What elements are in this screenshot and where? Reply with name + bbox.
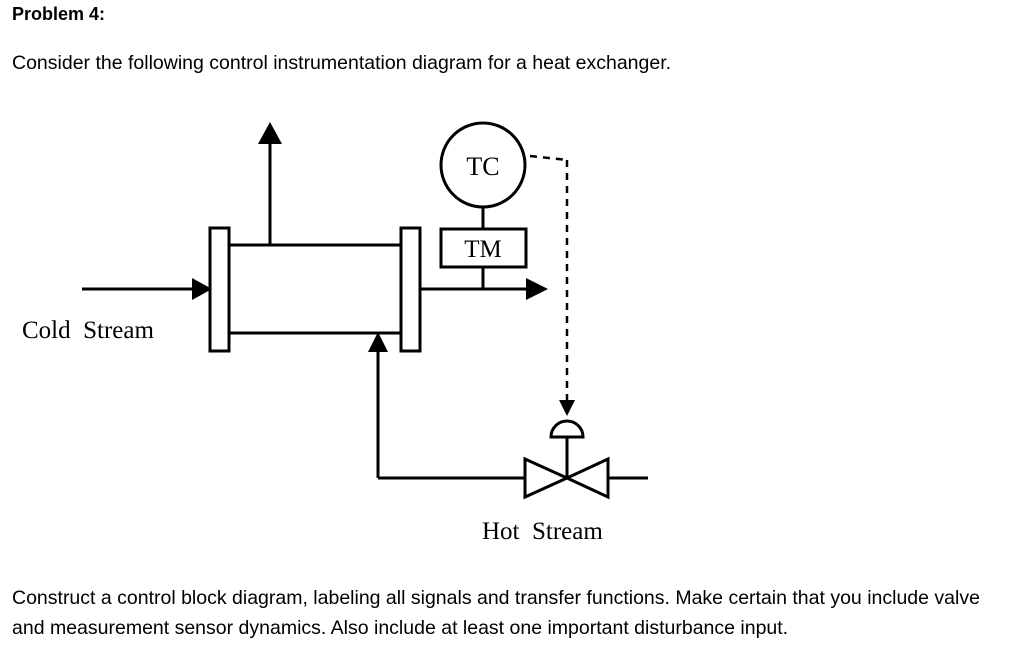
hot-stream-inlet-arrow [368,332,388,352]
left-tube-sheet [208,226,231,353]
problem-heading: Problem 4: [12,4,106,24]
controller-label: TC [466,152,499,181]
shell-top-outlet-arrow [258,122,282,144]
control-signal-horizontal [529,154,568,162]
temperature-transmitter-box [439,227,528,269]
control-signal-arrow [559,400,575,416]
cold-stream-outlet-arrow [526,278,548,300]
cold-stream-label: Cold Stream [22,317,154,344]
temperature-controller-circle [439,121,527,209]
problem-intro: Consider the following control instrumen… [12,52,672,74]
right-tube-sheet [399,226,422,353]
hot-stream-label: Hot Stream [482,518,603,545]
transmitter-label: TM [464,236,502,263]
cold-stream-inlet-arrow [192,278,212,300]
valve-actuator-dome [549,419,585,439]
problem-task: Construct a control block diagram, label… [12,587,980,639]
